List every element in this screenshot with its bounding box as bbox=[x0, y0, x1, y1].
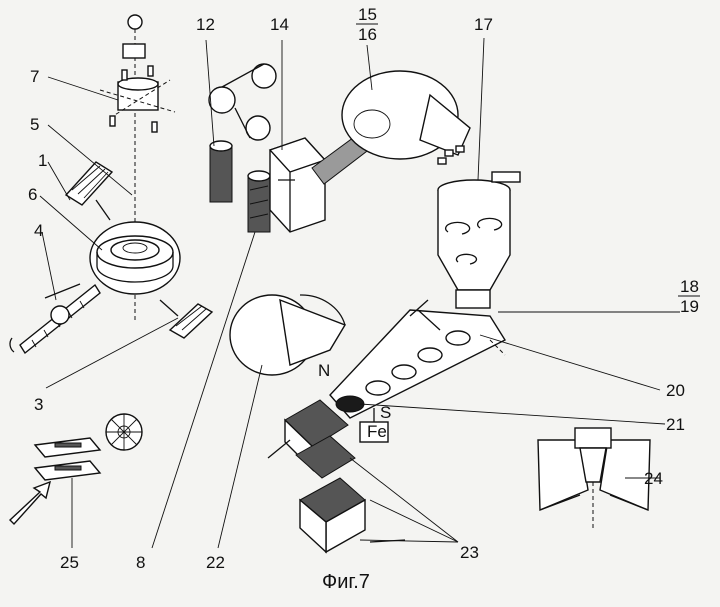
label-3: 3 bbox=[34, 395, 43, 414]
label-22: 22 bbox=[206, 553, 225, 572]
label-7: 7 bbox=[30, 67, 39, 86]
label-15: 15 bbox=[358, 5, 377, 24]
solar-panel-3 bbox=[160, 300, 212, 338]
separator-17 bbox=[438, 172, 520, 308]
block-14 bbox=[270, 138, 325, 232]
magnet-n-label: N bbox=[318, 361, 330, 380]
label-6: 6 bbox=[28, 185, 37, 204]
label-25: 25 bbox=[60, 553, 79, 572]
unit-25 bbox=[10, 414, 142, 524]
conveyor-18-21 bbox=[330, 300, 505, 442]
label-1: 1 bbox=[38, 151, 47, 170]
label-20: 20 bbox=[666, 381, 685, 400]
label-16: 16 bbox=[358, 25, 377, 44]
label-21: 21 bbox=[666, 415, 685, 434]
ring-module-6 bbox=[90, 222, 180, 294]
label-14: 14 bbox=[270, 15, 289, 34]
iron-label: Fe bbox=[367, 422, 387, 441]
magnet-s-label: S bbox=[380, 403, 391, 422]
label-17: 17 bbox=[474, 15, 493, 34]
roller-unit-12 bbox=[209, 64, 276, 232]
label-8: 8 bbox=[136, 553, 145, 572]
figure-caption: Фиг.7 bbox=[322, 571, 370, 593]
label-4: 4 bbox=[34, 221, 43, 240]
label-5: 5 bbox=[30, 115, 39, 134]
label-23: 23 bbox=[460, 543, 479, 562]
shaft-15-16 bbox=[312, 71, 470, 184]
label-24: 24 bbox=[644, 469, 663, 488]
label-18: 18 bbox=[680, 277, 699, 296]
label-19: 19 bbox=[680, 297, 699, 316]
label-12: 12 bbox=[196, 15, 215, 34]
solar-panel-1 bbox=[66, 162, 112, 220]
